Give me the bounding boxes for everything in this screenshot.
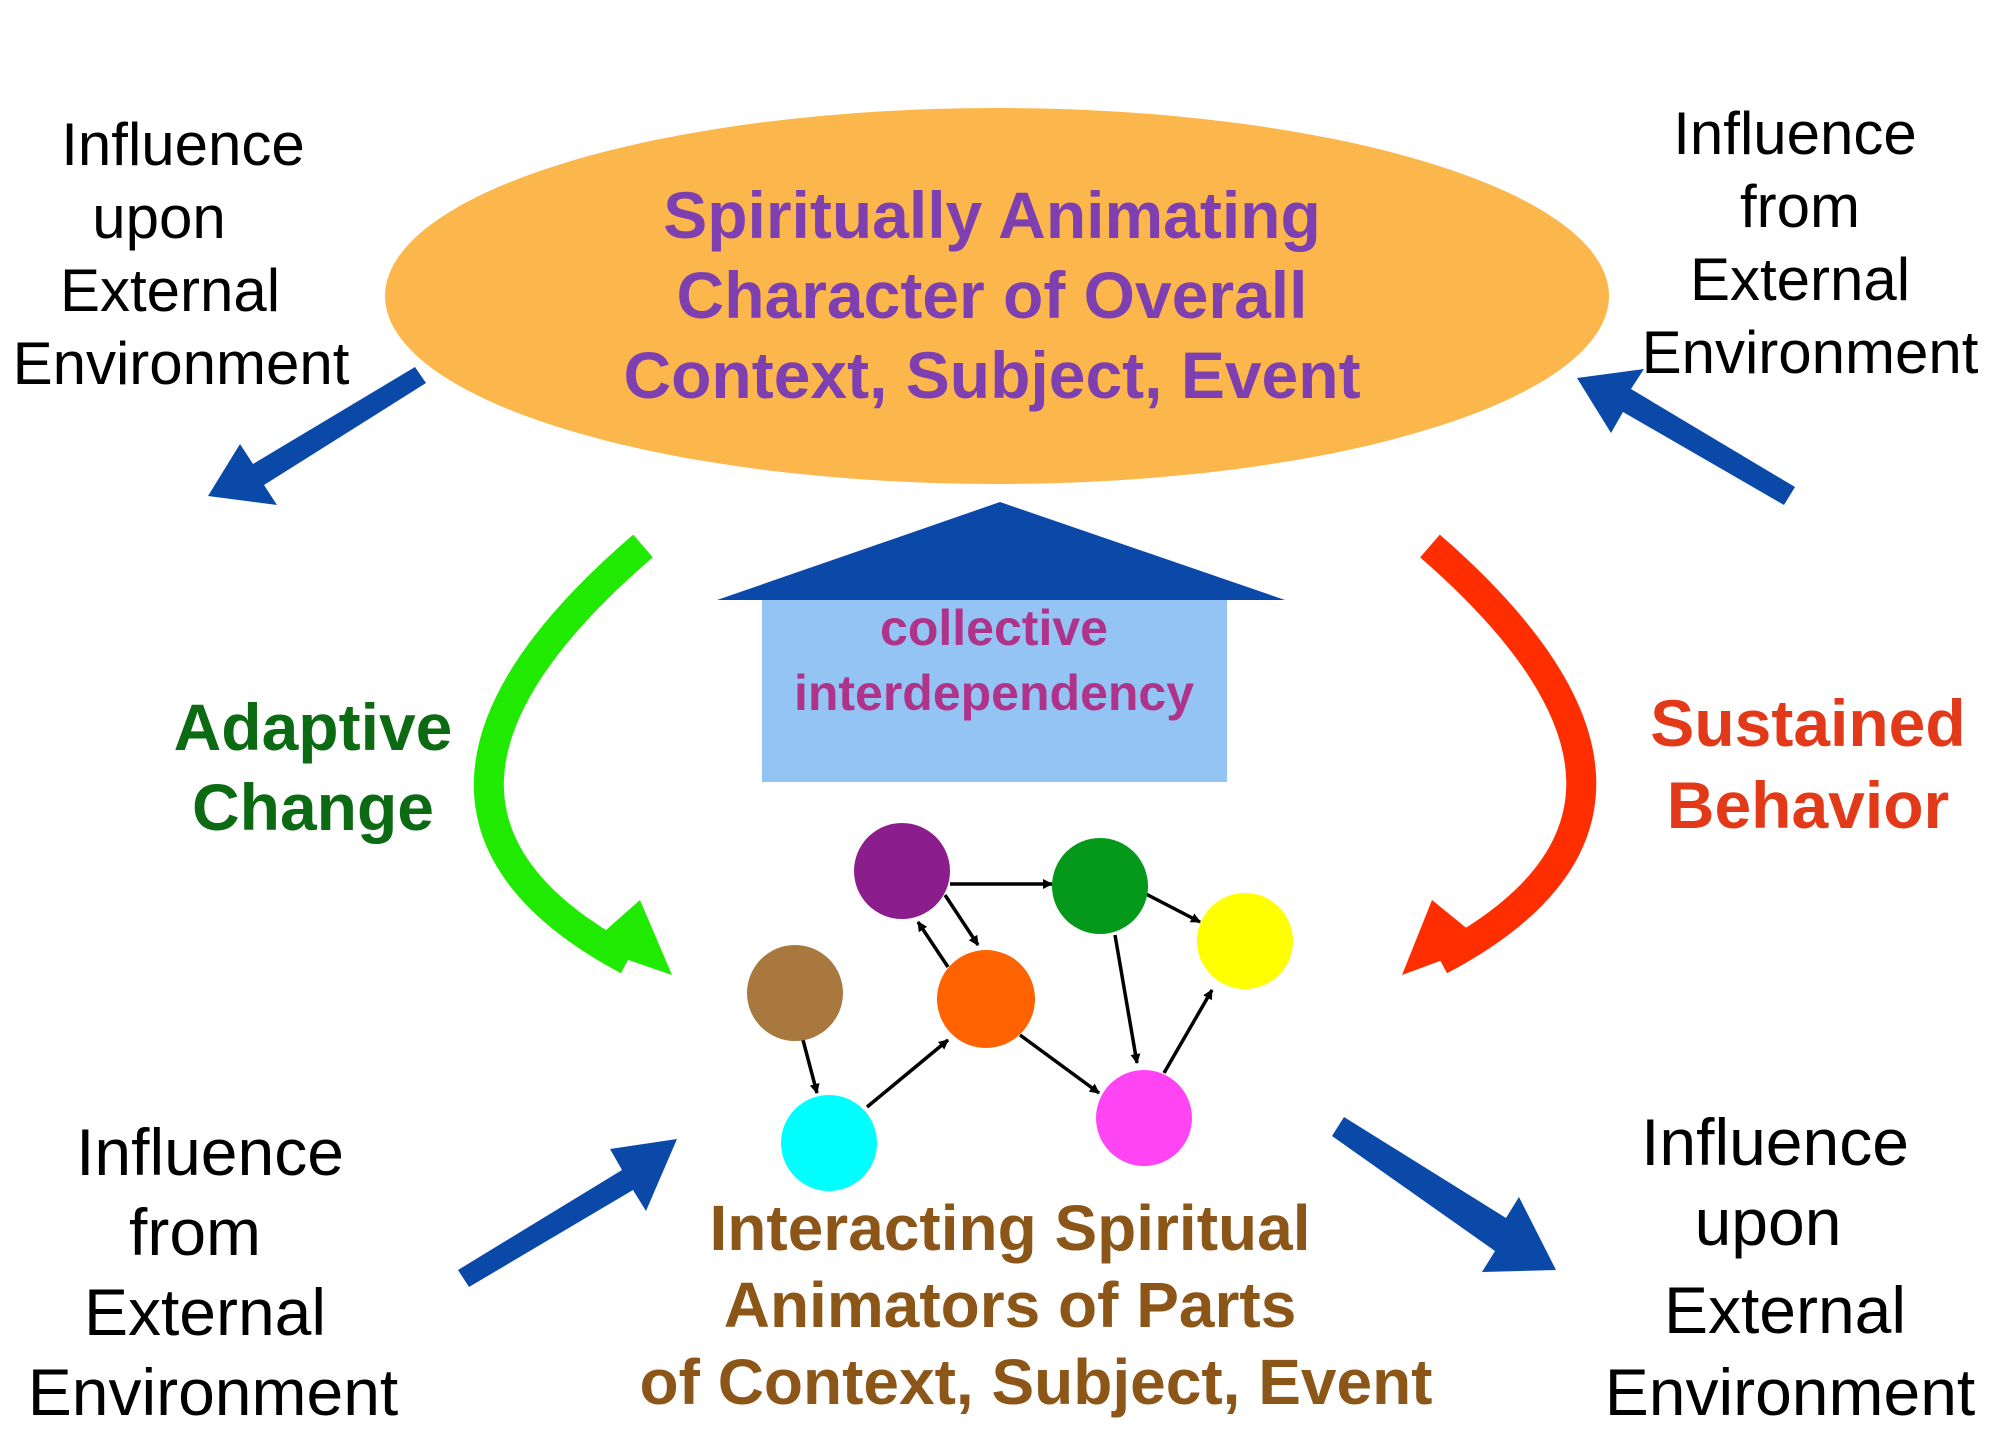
sustained-behavior-arrow-head xyxy=(1402,900,1486,975)
influence-top-right-line-4: Environment xyxy=(1642,319,1979,386)
influence-top-left-line-1: Influence xyxy=(61,111,305,178)
node-magenta xyxy=(1096,1070,1192,1166)
edge-magenta-yellow xyxy=(1162,989,1214,1074)
arrow-top-left-out xyxy=(208,367,426,505)
influence-top-right: Influence from External Environment xyxy=(1642,100,1979,386)
sustained-behavior-arrow-shaft xyxy=(1420,534,1597,974)
node-brown xyxy=(747,945,843,1041)
influence-bottom-left: Influence from External Environment xyxy=(28,1115,399,1429)
influence-top-left-line-3: External xyxy=(60,257,280,324)
influence-top-right-line-3: External xyxy=(1690,246,1910,313)
top-ellipse-line-2: Character of Overall xyxy=(677,258,1308,332)
arrow-top-right-in xyxy=(1577,369,1795,505)
influence-bottom-left-line-4: Environment xyxy=(28,1355,399,1429)
top-ellipse xyxy=(385,108,1609,484)
node-orange xyxy=(937,950,1035,1048)
influence-top-left: Influence upon External Environment xyxy=(13,111,350,397)
edge-brown-cyan xyxy=(801,1039,820,1094)
adaptive-line-2: Change xyxy=(192,770,434,844)
node-green xyxy=(1052,838,1148,934)
collective-box xyxy=(762,598,1227,782)
influence-bottom-right: Influence upon External Environment xyxy=(1605,1105,1976,1429)
influence-top-right-line-2: from xyxy=(1740,173,1860,240)
arrow-bottom-right-out xyxy=(1332,1117,1556,1272)
influence-bottom-right-line-1: Influence xyxy=(1641,1105,1909,1179)
bottom-label-line-3: of Context, Subject, Event xyxy=(640,1346,1433,1418)
collective-line-1: collective xyxy=(880,600,1108,656)
top-ellipse-line-1: Spiritually Animating xyxy=(663,178,1321,252)
influence-bottom-left-line-3: External xyxy=(84,1275,326,1349)
sustained-line-1: Sustained xyxy=(1650,686,1965,760)
influence-top-left-line-2: upon xyxy=(92,184,225,251)
adaptive-change-arrow-head xyxy=(588,900,672,975)
edge-green-magenta xyxy=(1113,934,1141,1064)
node-purple xyxy=(854,823,950,919)
up-arrow-head xyxy=(717,502,1285,600)
top-ellipse-line-3: Context, Subject, Event xyxy=(623,338,1360,412)
node-yellow xyxy=(1197,893,1293,989)
edge-green-yellow xyxy=(1145,892,1201,924)
influence-bottom-right-line-4: Environment xyxy=(1605,1355,1976,1429)
arrow-bottom-left-in xyxy=(458,1139,677,1287)
bottom-label-line-2: Animators of Parts xyxy=(724,1269,1297,1341)
sustained-line-2: Behavior xyxy=(1667,768,1949,842)
influence-bottom-right-line-3: External xyxy=(1664,1273,1906,1347)
influence-top-left-line-4: Environment xyxy=(13,330,350,397)
bottom-label-line-1: Interacting Spiritual xyxy=(710,1192,1311,1264)
adaptive-line-1: Adaptive xyxy=(174,690,453,764)
edge-orange-purple xyxy=(916,921,950,968)
influence-bottom-left-line-2: from xyxy=(129,1195,261,1269)
edge-orange-magenta xyxy=(1018,1033,1101,1095)
influence-bottom-left-line-1: Influence xyxy=(76,1115,344,1189)
adaptive-change-arrow-shaft xyxy=(473,534,653,974)
collective-line-2: interdependency xyxy=(794,665,1194,721)
node-cyan xyxy=(781,1095,877,1191)
edge-purple-orange xyxy=(943,894,980,946)
edge-cyan-orange xyxy=(865,1038,950,1109)
influence-top-right-line-1: Influence xyxy=(1673,100,1917,167)
influence-bottom-right-line-2: upon xyxy=(1695,1185,1842,1259)
